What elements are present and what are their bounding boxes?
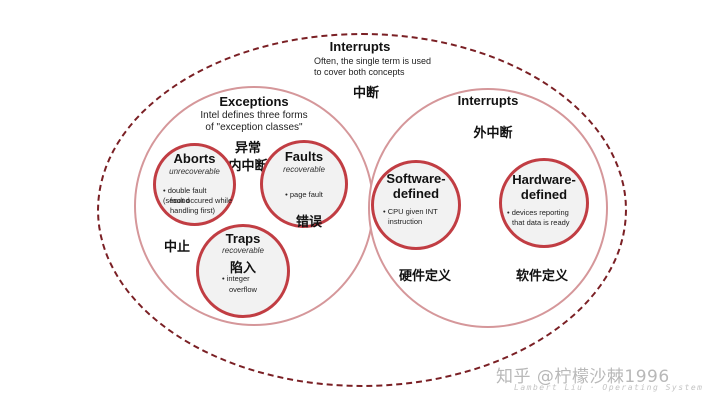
- traps-cjk-label: 陷入: [229, 261, 256, 276]
- exceptions-cjk-line2: 内中断: [228, 159, 268, 174]
- traps-circle: [196, 224, 290, 318]
- software-defined-cjk-label: 硬件定义: [398, 269, 451, 284]
- top-subtitle-line2: to cover both concepts: [314, 67, 405, 77]
- aborts-bullet-line3: handling first): [170, 206, 216, 215]
- exceptions-cjk-line1: 异常: [234, 141, 261, 156]
- aborts-bullet-line2: fault occured while: [170, 196, 233, 205]
- traps-qualifier: recoverable: [222, 246, 264, 255]
- hardware-defined-cjk-label: 软件定义: [515, 269, 568, 284]
- faults-title: Faults: [284, 149, 324, 164]
- outer-dashed-boundary: [97, 33, 627, 387]
- traps-title: Traps: [225, 231, 261, 246]
- hardware-defined-circle: [499, 158, 589, 248]
- software-defined-title-line1: Software-: [386, 171, 446, 186]
- software-defined-title-line2: defined: [392, 186, 440, 201]
- hardware-defined-bullet-line2: that data is ready: [512, 218, 570, 227]
- faults-cjk-label: 错误: [295, 215, 322, 230]
- hardware-defined-title-line1: Hardware-: [512, 172, 576, 187]
- aborts-bullet-line1: • double fault (second: [163, 186, 207, 205]
- software-defined-bullet-line2: instruction: [388, 217, 423, 226]
- faults-circle: [260, 140, 348, 228]
- traps-bullet-line1: • integer: [222, 274, 250, 283]
- top-subtitle-line1: Often, the single term is used: [314, 56, 432, 66]
- traps-bullet-line2: overflow: [229, 285, 257, 294]
- exceptions-desc-line2: of "exception classes": [205, 122, 303, 133]
- watermark-text: 知乎 @柠檬沙棘1996: [496, 367, 670, 387]
- faults-qualifier: recoverable: [283, 165, 325, 174]
- faults-bullet-line1: • page fault: [285, 190, 323, 199]
- top-title: Interrupts: [329, 39, 391, 54]
- exceptions-desc-line1: Intel defines three forms: [200, 110, 308, 121]
- aborts-circle: [153, 143, 236, 226]
- hardware-defined-title-line2: defined: [520, 187, 568, 202]
- exceptions-title: Exceptions: [219, 94, 289, 109]
- hardware-defined-bullet-line1: • devices reporting: [507, 208, 569, 217]
- interrupts-cjk-label: 外中断: [473, 126, 513, 141]
- interrupts-title: Interrupts: [457, 93, 519, 108]
- software-defined-circle: [371, 160, 461, 250]
- top-cjk-label: 中断: [352, 86, 379, 101]
- software-defined-bullet-line1: • CPU given INT: [383, 207, 438, 216]
- aborts-title: Aborts: [173, 151, 216, 166]
- aborts-qualifier: unrecoverable: [169, 167, 220, 176]
- watermark-subtext: Lambert Liu · Operating System: [514, 383, 704, 392]
- aborts-cjk-label: 中止: [163, 240, 190, 255]
